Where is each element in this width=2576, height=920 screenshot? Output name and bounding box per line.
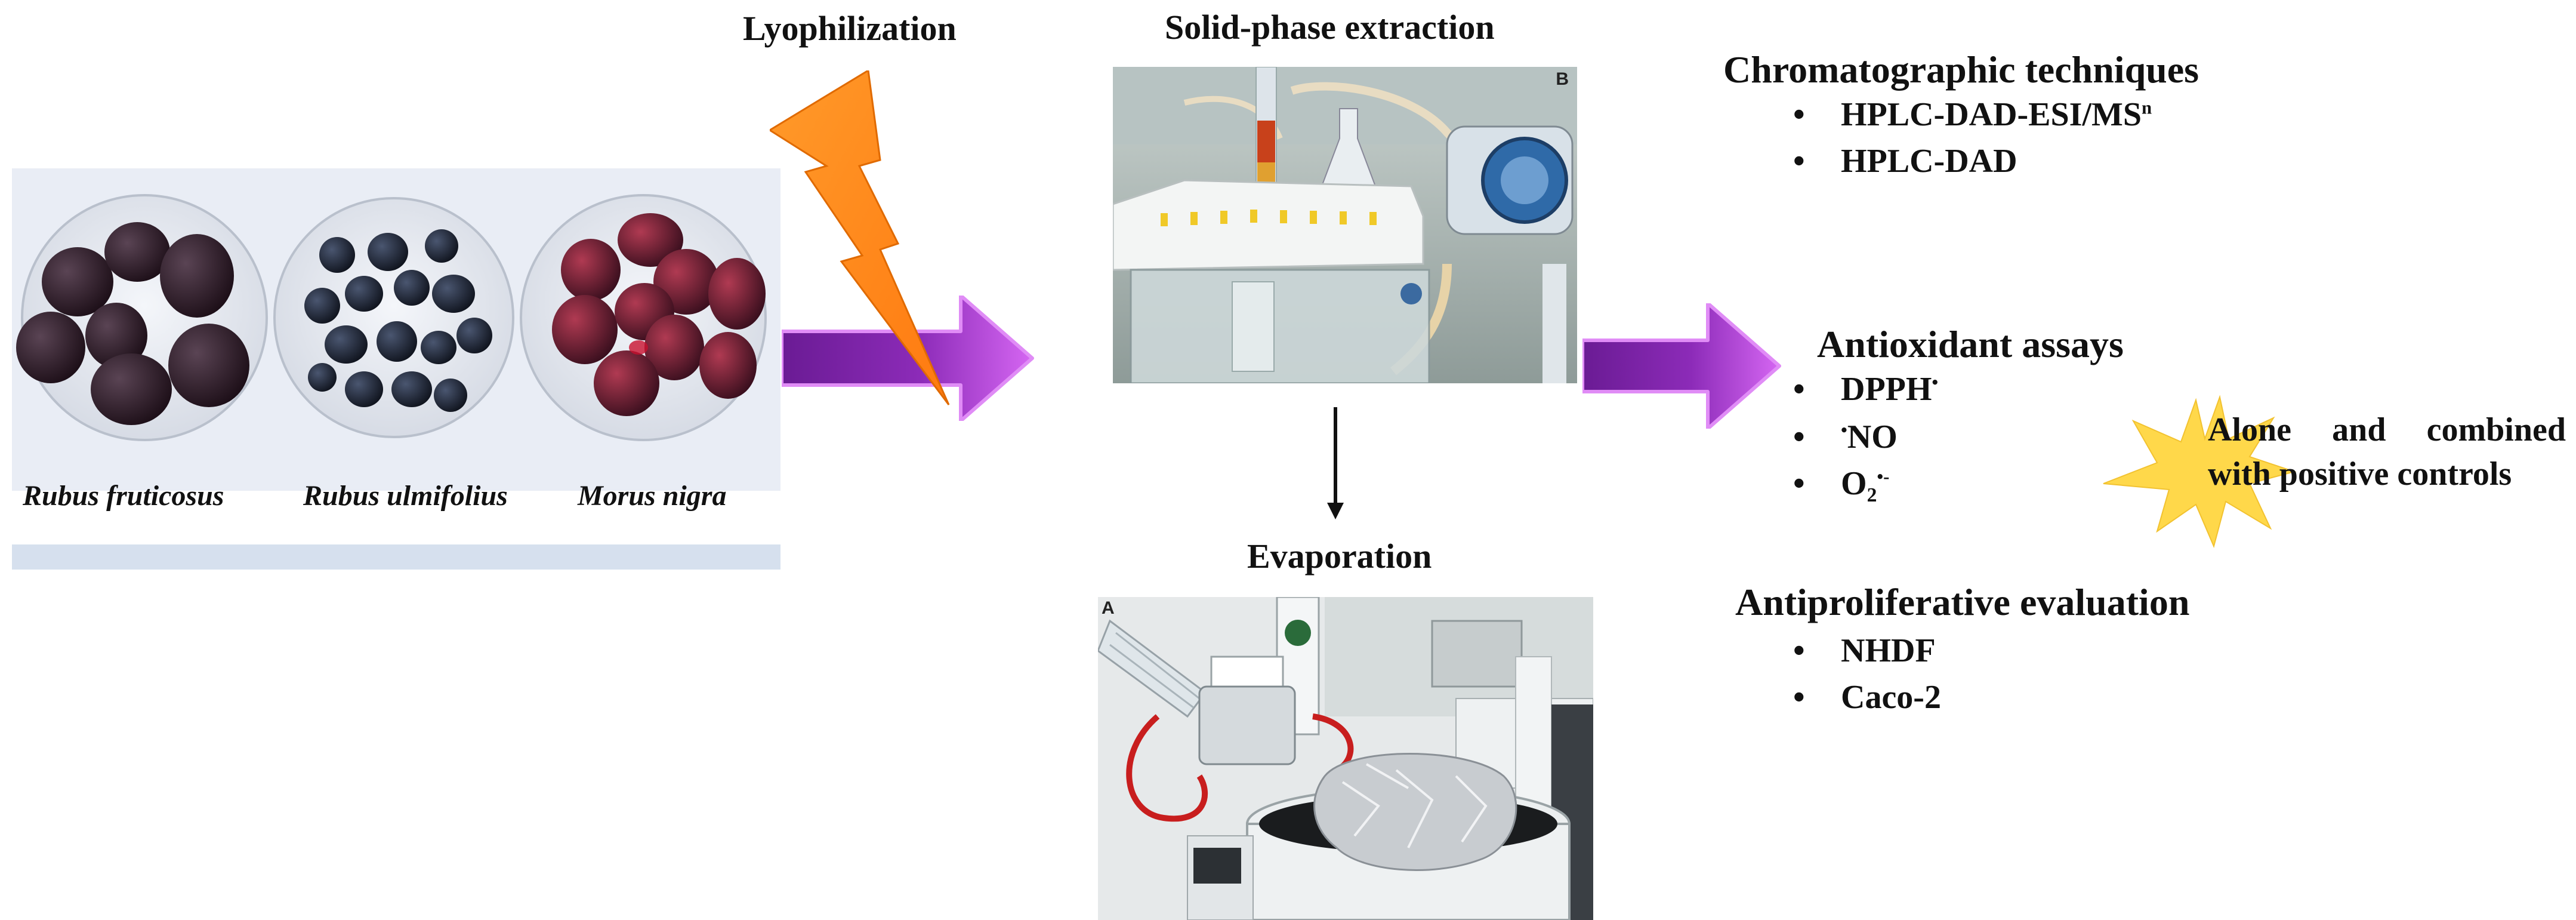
spe-photo: B: [1113, 67, 1577, 383]
arrow-to-evaporation: [1327, 407, 1344, 519]
antiproliferative-heading: Antiproliferative evaluation: [1735, 581, 2190, 623]
lightning-bolt-icon: [770, 70, 950, 405]
chromatography-item-hplc-dad-esi-ms: • HPLC-DAD-ESI/MSn: [1793, 96, 2152, 134]
berries-illustration: [12, 168, 780, 491]
arrow-to-extraction: [782, 296, 1034, 421]
bullet: •: [1793, 96, 1805, 133]
antioxidant-item-dpph: •DPPH•: [1793, 370, 1938, 408]
evaporation-photo: A: [1098, 597, 1593, 920]
rotary-evaporator-illustration: [1098, 597, 1593, 920]
spe-photo-label: B: [1556, 69, 1569, 89]
arrow-to-analyses: [1582, 303, 1781, 429]
antioxidant-note-line-1: Alone and combined: [2208, 411, 2566, 448]
bullet: •: [1793, 143, 1805, 180]
item-text: HPLC-DAD-ESI/MS: [1841, 96, 2142, 133]
species-label-morus-nigra: Morus nigra: [578, 480, 727, 512]
chromatography-heading: Chromatographic techniques: [1723, 48, 2199, 91]
berries-photo: [12, 168, 780, 491]
antioxidant-item-no: ••NO: [1793, 418, 1898, 456]
species-label-rubus-fruticosus: Rubus fruticosus: [23, 480, 224, 512]
antioxidant-heading: Antioxidant assays: [1817, 323, 2124, 365]
bullet: •: [1793, 371, 1805, 408]
antioxidant-item-superoxide: • O2•-: [1793, 464, 1890, 507]
evaporation-photo-label: A: [1102, 598, 1115, 618]
evaporation-title: Evaporation: [1247, 537, 1432, 576]
item-text: NHDF: [1841, 632, 1936, 669]
item-superscript: •-: [1877, 466, 1890, 487]
item-text: Caco-2: [1841, 679, 1941, 716]
item-pre-superscript: •: [1841, 420, 1847, 441]
spe-title: Solid-phase extraction: [1165, 8, 1495, 47]
starburst-icon: [2103, 395, 2297, 549]
item-superscript: n: [2142, 97, 2152, 118]
bullet: •: [1793, 679, 1805, 716]
antiproliferative-item-caco-2: • Caco-2: [1793, 678, 1941, 716]
bullet: •: [1793, 632, 1805, 669]
bullet: •: [1793, 419, 1805, 456]
antioxidant-note-line-2: with positive controls: [2208, 456, 2512, 493]
item-text: HPLC-DAD: [1841, 143, 2017, 180]
chromatography-item-hplc-dad: • HPLC-DAD: [1793, 142, 2017, 180]
item-text: NO: [1847, 419, 1898, 456]
spe-apparatus-illustration: [1113, 67, 1577, 383]
item-superscript: •: [1932, 372, 1939, 393]
antiproliferative-item-nhdf: • NHDF: [1793, 632, 1936, 670]
item-text: DPPH: [1841, 371, 1932, 408]
item-text: O: [1841, 465, 1867, 502]
bullet: •: [1793, 465, 1805, 502]
berries-photo-bottom-strip: [12, 544, 780, 570]
lyophilization-label: Lyophilization: [743, 9, 957, 48]
species-label-rubus-ulmifolius: Rubus ulmifolius: [303, 480, 508, 512]
item-subscript: 2: [1867, 484, 1877, 507]
